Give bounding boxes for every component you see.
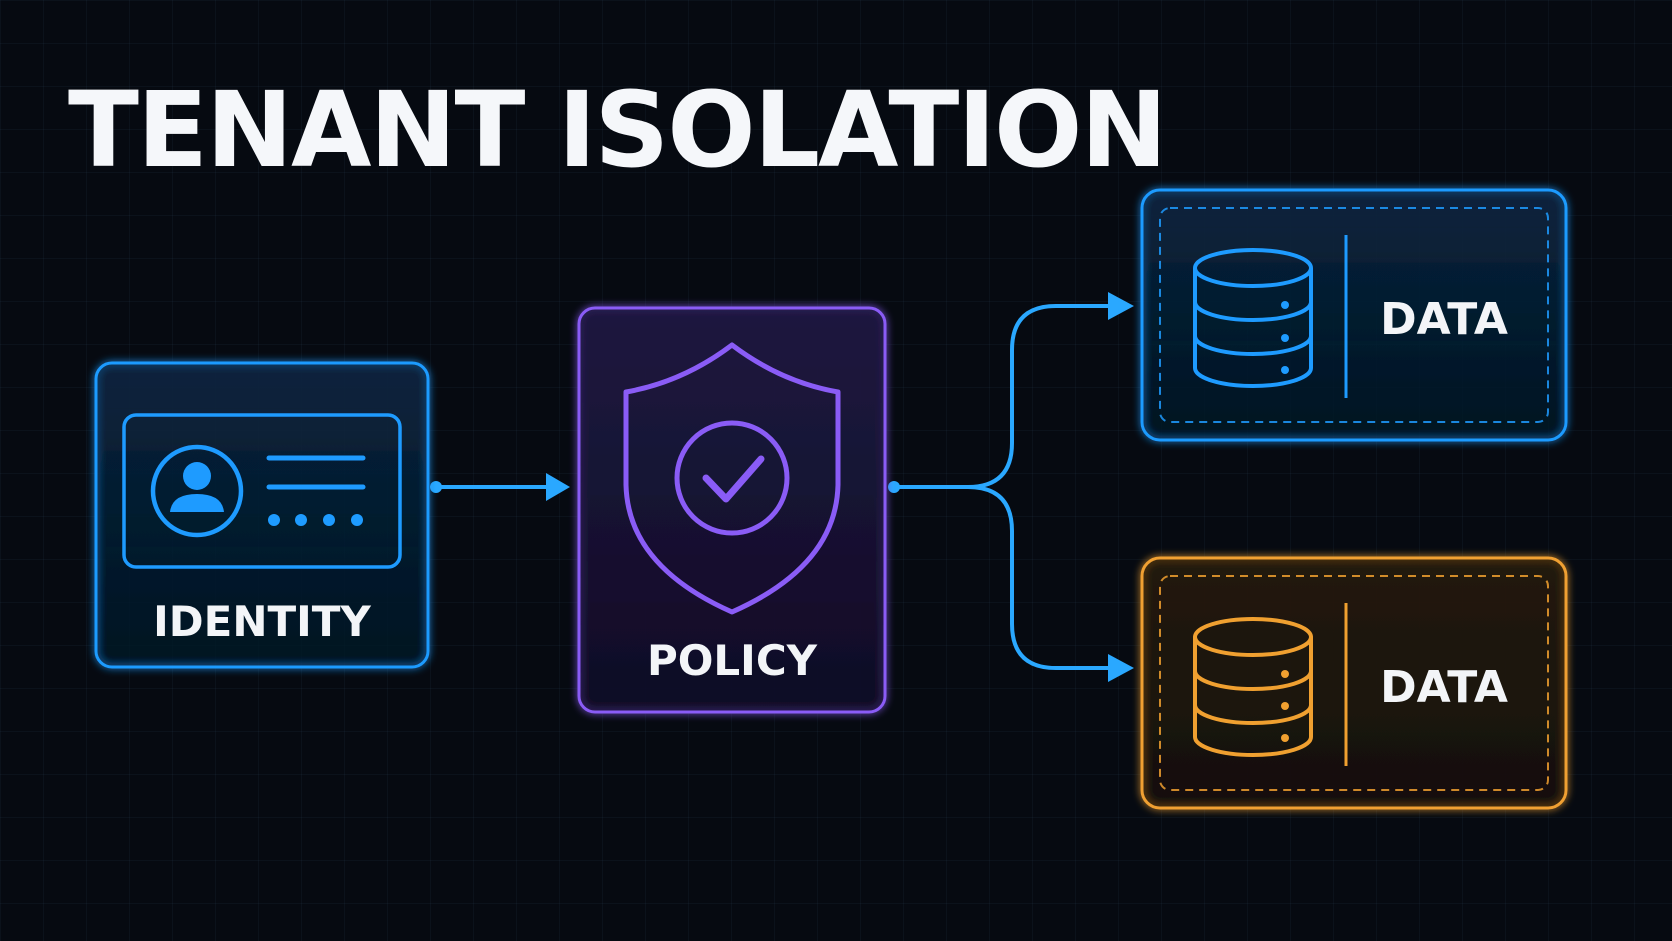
data-label-tenant-b: DATA <box>1380 662 1508 713</box>
identity-node: IDENTITY <box>94 361 430 669</box>
database-icon <box>1193 248 1313 388</box>
connector-policy-data <box>888 292 1134 682</box>
connector-identity-policy <box>430 473 570 501</box>
data-node-tenant-a: DATA <box>1140 188 1568 442</box>
policy-node: POLICY <box>577 306 887 714</box>
identity-label: IDENTITY <box>153 597 371 646</box>
arrowhead-icon <box>546 473 570 501</box>
id-card-icon <box>122 413 402 569</box>
database-icon <box>1193 617 1313 757</box>
page-title: TENANT ISOLATION <box>68 69 1167 191</box>
arrowhead-icon <box>1108 292 1134 320</box>
policy-label: POLICY <box>647 636 818 685</box>
shield-check-icon <box>623 342 841 615</box>
arrowhead-icon <box>1108 654 1134 682</box>
data-node-tenant-b: DATA <box>1140 556 1568 810</box>
data-label-tenant-a: DATA <box>1380 294 1508 345</box>
